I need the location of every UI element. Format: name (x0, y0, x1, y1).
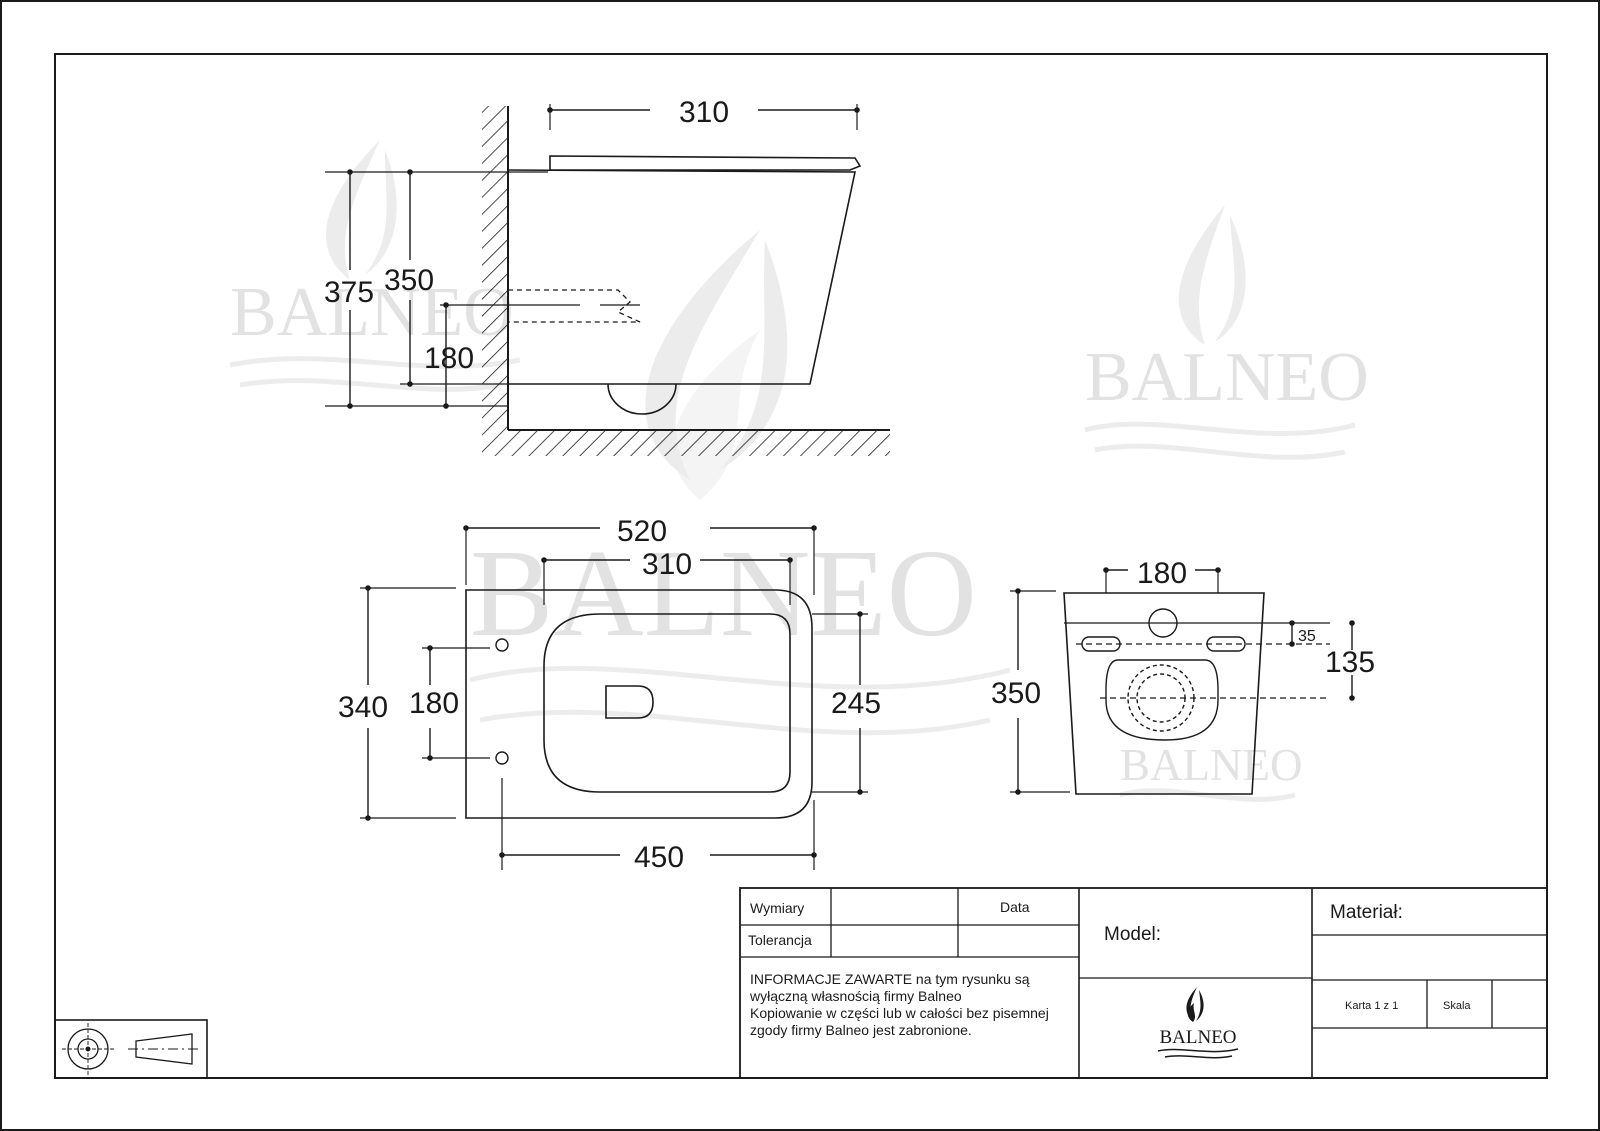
floor-hatch (482, 430, 890, 456)
fixing-hole (495, 751, 509, 765)
dim-back-offset-135: 135 (1325, 646, 1375, 679)
watermark-flame-icon (1178, 205, 1246, 345)
dim-top-width-310: 310 (642, 548, 692, 581)
inlet-pipe-hidden (508, 289, 641, 323)
watermark-flame-icon (645, 230, 788, 500)
label-data: Data (1000, 899, 1030, 915)
bowl-top-outline (465, 589, 813, 819)
dim-side-height-350: 350 (384, 264, 434, 297)
bowl-outline (507, 169, 856, 385)
watermark-waves (229, 356, 1356, 802)
label-karta: Karta 1 z 1 (1345, 1000, 1398, 1012)
fixing-hole (495, 638, 509, 652)
seat-lid (549, 155, 862, 171)
drain-hole (605, 685, 654, 719)
watermark-text: BALNEO (1120, 740, 1302, 790)
dim-top-depth-245: 245 (831, 687, 881, 720)
dim-top-width-520: 520 (617, 515, 667, 548)
title-block (739, 887, 1548, 1079)
back-view (1010, 567, 1355, 795)
outlet-recess (1105, 659, 1219, 741)
dim-back-offset-35: 35 (1298, 628, 1316, 645)
bowl-opening (543, 613, 791, 793)
label-material: Materiał: (1330, 902, 1403, 923)
watermark-text: BALNEO (1085, 339, 1369, 416)
logo-text: BALNEO (1159, 1027, 1236, 1048)
wall-hatch (482, 106, 508, 430)
dim-back-height-350: 350 (991, 677, 1041, 710)
dim-top-depth-180: 180 (409, 687, 459, 720)
dim-side-width: 310 (679, 96, 729, 129)
watermark-flame-icon (326, 140, 397, 280)
dim-back-width-180: 180 (1137, 557, 1187, 590)
watermark-text: BALNEO (470, 525, 977, 663)
label-skala: Skala (1443, 1000, 1471, 1012)
label-model: Model: (1104, 924, 1161, 945)
watermark-layer: BALNEO BALNEO BALNEO BALNEO (229, 140, 1369, 802)
label-wymiary: Wymiary (750, 900, 804, 916)
back-outline (1063, 592, 1265, 795)
notice-line: INFORMACJE ZAWARTE na tym rysunku są (750, 971, 1030, 987)
label-tolerancja: Tolerancja (748, 932, 812, 948)
top-view (360, 525, 868, 870)
projection-symbol (54, 1019, 208, 1079)
notice-line: Kopiowanie w części lub w całości bez pi… (750, 1005, 1049, 1021)
flame-icon (1186, 987, 1204, 1022)
dim-top-depth-340: 340 (338, 691, 388, 724)
balneo-logo: BALNEO (1157, 987, 1239, 1059)
notice-line: wyłączną własnością firmy Balneo (749, 988, 962, 1004)
side-view (325, 104, 890, 456)
notice-line: zgody firmy Balneo jest zabronione. (750, 1022, 972, 1038)
dim-side-height-375: 375 (324, 276, 374, 309)
dim-side-height-180: 180 (424, 342, 474, 375)
outlet-curve (607, 383, 677, 415)
logo-waves (1157, 1048, 1239, 1059)
watermark-text: BALNEO (230, 274, 514, 351)
dim-top-width-450: 450 (634, 841, 684, 874)
